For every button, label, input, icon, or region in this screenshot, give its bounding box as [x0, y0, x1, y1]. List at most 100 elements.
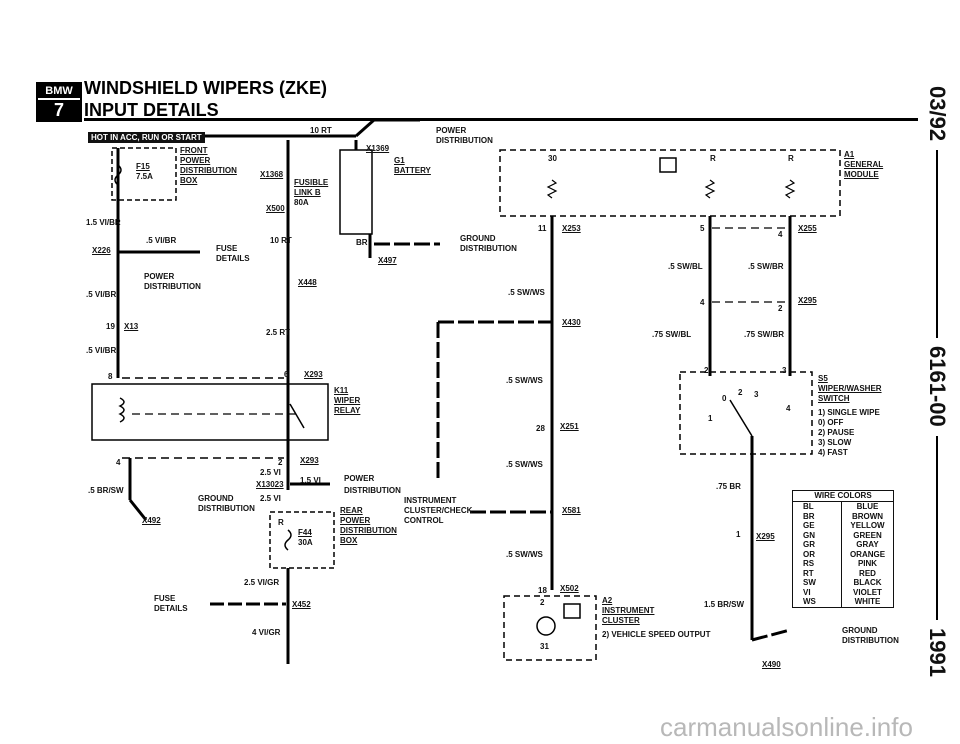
- pin-30: 30: [548, 154, 557, 163]
- relay-k11-a: K11: [334, 386, 349, 395]
- a1-r1: R: [710, 154, 716, 163]
- rear-box-2: POWER: [340, 516, 371, 525]
- switch-s5-box: [679, 371, 813, 455]
- module-a1-c: MODULE: [844, 170, 879, 179]
- relay-k11-c: RELAY: [334, 406, 361, 415]
- color: GREEN: [853, 530, 882, 540]
- pin-18: 18: [538, 586, 547, 595]
- switch-s5-b: WIPER/WASHER: [818, 384, 882, 393]
- code: BL: [793, 502, 842, 512]
- fuse-f44-symbol: [284, 529, 292, 551]
- ground-dist-left-b: DISTRIBUTION: [198, 504, 255, 513]
- code: BR: [793, 511, 842, 521]
- a1-res-3: [784, 179, 796, 199]
- relay-contact: [289, 403, 305, 429]
- a1-res-2: [704, 179, 716, 199]
- pin-28: 28: [536, 424, 545, 433]
- wire-5-swws-c: .5 SW/WS: [506, 460, 543, 469]
- switch-pos-3: 3) SLOW: [818, 438, 852, 447]
- code: RS: [793, 559, 842, 569]
- wire-5-swbr: .5 SW/BR: [748, 262, 784, 271]
- pin-31: 31: [540, 642, 549, 651]
- ground-dist-right-b: DISTRIBUTION: [842, 636, 899, 645]
- relay-coil: [118, 397, 125, 423]
- pin-4: 4: [116, 458, 121, 467]
- switch-contact-0: 0: [722, 394, 727, 403]
- pin-4c: 4: [700, 298, 705, 307]
- rear-box-1: REAR: [340, 506, 363, 515]
- wire-4-vigr: 4 VI/GR: [252, 628, 281, 637]
- power-dist-1b: DISTRIBUTION: [144, 282, 201, 291]
- wire-battery-link: [355, 118, 375, 138]
- wire-br: BR: [356, 238, 368, 247]
- hot-label: HOT IN ACC, RUN OR START: [88, 132, 205, 143]
- wire-1-5vi: 1.5 VI: [300, 476, 321, 485]
- relay-k11-box: [91, 383, 329, 441]
- instr-ctrl-c: CONTROL: [404, 516, 444, 525]
- module-a1-box: [499, 149, 841, 217]
- ground-dist-top-b: DISTRIBUTION: [460, 244, 517, 253]
- conn-x497: X497: [378, 256, 397, 265]
- pin-2d: 2: [540, 598, 545, 607]
- code: WS: [793, 597, 842, 607]
- wire-2-5vi-b: 2.5 VI: [260, 494, 281, 503]
- conn-x581: X581: [562, 506, 581, 515]
- conn-x448: X448: [298, 278, 317, 287]
- conn-x255: X255: [798, 224, 817, 233]
- a1-r2: R: [788, 154, 794, 163]
- relay-k11-b: WIPER: [334, 396, 361, 405]
- power-dist-mid-a: POWER: [344, 474, 375, 483]
- wire-5-vibr-b: .5 VI/BR: [86, 290, 117, 299]
- logo-number: 7: [38, 100, 80, 120]
- power-dist-1a: POWER: [144, 272, 175, 281]
- conn-x490: X490: [762, 660, 781, 669]
- rear-power-box: [269, 511, 335, 569]
- code: GE: [793, 521, 842, 531]
- instr-ctrl-a: INSTRUMENT: [404, 496, 457, 505]
- fuse-f44-label: F44: [298, 528, 312, 537]
- conn-x452: X452: [292, 600, 311, 609]
- conn-x13: X13: [124, 322, 139, 331]
- wire-1-5-brsw: 1.5 BR/SW: [704, 600, 745, 609]
- rear-box-4: BOX: [340, 536, 358, 545]
- switch-contact-2: 2: [738, 388, 743, 397]
- a1-res-1: [546, 179, 558, 199]
- pin-19: 19: [106, 322, 115, 331]
- color: VIOLET: [853, 587, 882, 597]
- conn-x253: X253: [562, 224, 581, 233]
- wire-10rt-top-label: 10 RT: [310, 126, 332, 135]
- pin-8: 8: [108, 372, 113, 381]
- battery-g1-label: G1: [394, 156, 405, 165]
- page-subtitle: INPUT DETAILS: [84, 100, 219, 120]
- pin-2b: 2: [778, 304, 783, 313]
- code: OR: [793, 549, 842, 559]
- page-title: WINDSHIELD WIPERS (ZKE): [84, 78, 327, 98]
- rear-box-r: R: [278, 518, 284, 527]
- power-dist-top-b: DISTRIBUTION: [436, 136, 493, 145]
- fuse-details-2b: DETAILS: [154, 604, 188, 613]
- ground-dist-left-a: GROUND: [198, 494, 234, 503]
- battery-g1: [339, 149, 373, 235]
- front-box-1: FRONT: [180, 146, 208, 155]
- code: GR: [793, 540, 842, 550]
- conn-x500: X500: [266, 204, 285, 213]
- pin-4b: 4: [778, 230, 783, 239]
- conn-x492: X492: [142, 516, 161, 525]
- color: YELLOW: [850, 521, 885, 530]
- switch-contact-4: 4: [786, 404, 791, 413]
- color: GRAY: [856, 540, 879, 549]
- fusible-a: FUSIBLE: [294, 178, 329, 187]
- switch-contact-1: 1: [708, 414, 713, 423]
- table-row: GE YELLOW: [793, 521, 893, 531]
- conn-x1368: X1368: [260, 170, 284, 179]
- module-a1-b: GENERAL: [844, 160, 884, 169]
- instrument-a2-a: A2: [602, 596, 613, 605]
- conn-x293b: X293: [300, 456, 319, 465]
- ground-dist-right-a: GROUND: [842, 626, 878, 635]
- fusible-b: LINK B: [294, 188, 321, 197]
